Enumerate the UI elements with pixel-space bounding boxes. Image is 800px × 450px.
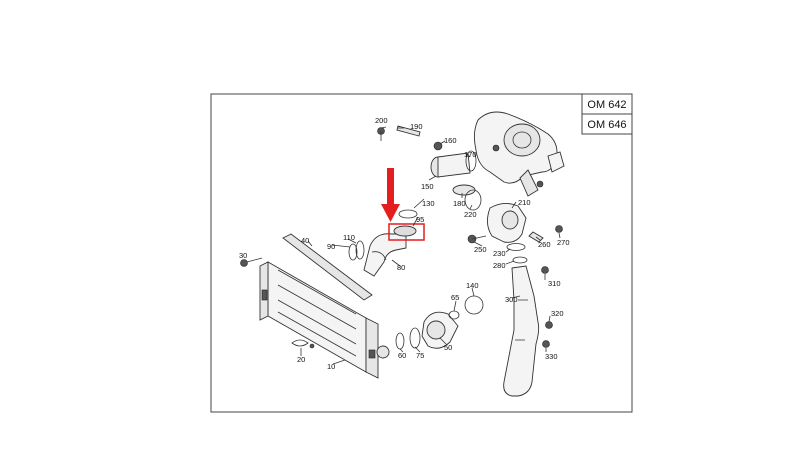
label-40: 40 — [301, 236, 309, 245]
clamp-part-75 — [409, 327, 421, 349]
clamp-part-60 — [395, 332, 405, 350]
label-250: 250 — [474, 245, 487, 254]
clamp-part-110 — [355, 240, 365, 260]
leader-lines — [243, 126, 561, 365]
label-190: 190 — [410, 122, 423, 131]
bracket-part-190 — [396, 125, 421, 137]
clamp-part-140 — [464, 295, 484, 315]
elbow-pipe-part-50 — [421, 311, 459, 349]
label-75: 75 — [416, 351, 424, 360]
label-65: 65 — [451, 293, 459, 302]
label-300: 300 — [505, 295, 518, 304]
label-260: 260 — [538, 240, 551, 249]
engine-code-box-646: OM 646 — [581, 113, 633, 135]
bolt-part-320 — [545, 321, 553, 329]
label-310: 310 — [548, 279, 561, 288]
diagram-frame — [210, 93, 633, 413]
label-50: 50 — [444, 343, 452, 352]
label-90: 90 — [327, 242, 335, 251]
label-280: 280 — [493, 261, 506, 270]
label-220: 220 — [464, 210, 477, 219]
label-160: 160 — [444, 136, 457, 145]
label-210: 210 — [518, 198, 531, 207]
charge-air-tube-part-300 — [503, 265, 540, 397]
ring-part-170 — [465, 150, 477, 172]
label-110: 110 — [343, 233, 355, 242]
clamp-part-220 — [464, 189, 482, 211]
label-180: 180 — [453, 199, 466, 208]
label-320: 320 — [551, 309, 564, 318]
label-95: 95 — [416, 215, 424, 224]
red-pointer-arrow — [381, 168, 400, 222]
label-30: 30 — [239, 251, 247, 260]
charge-air-hose-part-80 — [363, 233, 407, 277]
clip-part-20 — [291, 339, 315, 349]
label-230: 230 — [493, 249, 506, 258]
ring-part-65 — [448, 310, 460, 320]
label-60: 60 — [398, 351, 406, 360]
bolt-part-250 — [467, 234, 487, 244]
hose-part-150 — [430, 152, 471, 178]
label-170: 170 — [464, 150, 477, 159]
label-270: 270 — [557, 238, 570, 247]
highlight-box — [388, 223, 425, 241]
label-200: 200 — [375, 116, 388, 125]
bolt-part-200 — [377, 127, 385, 141]
label-10: 10 — [327, 362, 335, 371]
label-80: 80 — [397, 263, 405, 272]
clamp-part-90 — [348, 243, 358, 261]
label-130: 130 — [422, 199, 435, 208]
label-330: 330 — [545, 352, 558, 361]
seal-part-230 — [506, 243, 526, 251]
label-140: 140 — [466, 281, 479, 290]
intercooler-part-10 — [259, 261, 390, 379]
turbocharger-assembly — [473, 111, 565, 197]
highlighted-part-95 — [388, 223, 425, 241]
seal-strip-part-40 — [282, 233, 373, 301]
bolt-part-30 — [240, 257, 263, 267]
seal-part-280 — [512, 256, 528, 264]
label-20: 20 — [297, 355, 305, 364]
engine-code-om646: OM 646 — [587, 119, 626, 131]
ring-part-130 — [398, 209, 418, 219]
sensor-part-270 — [555, 225, 563, 233]
engine-code-box-642: OM 642 — [581, 93, 633, 115]
label-150: 150 — [421, 182, 434, 191]
throttle-housing-part-210 — [487, 203, 527, 243]
engine-code-om642: OM 642 — [587, 99, 626, 111]
bolt-part-310 — [541, 266, 549, 274]
bolt-part-330 — [542, 340, 550, 348]
